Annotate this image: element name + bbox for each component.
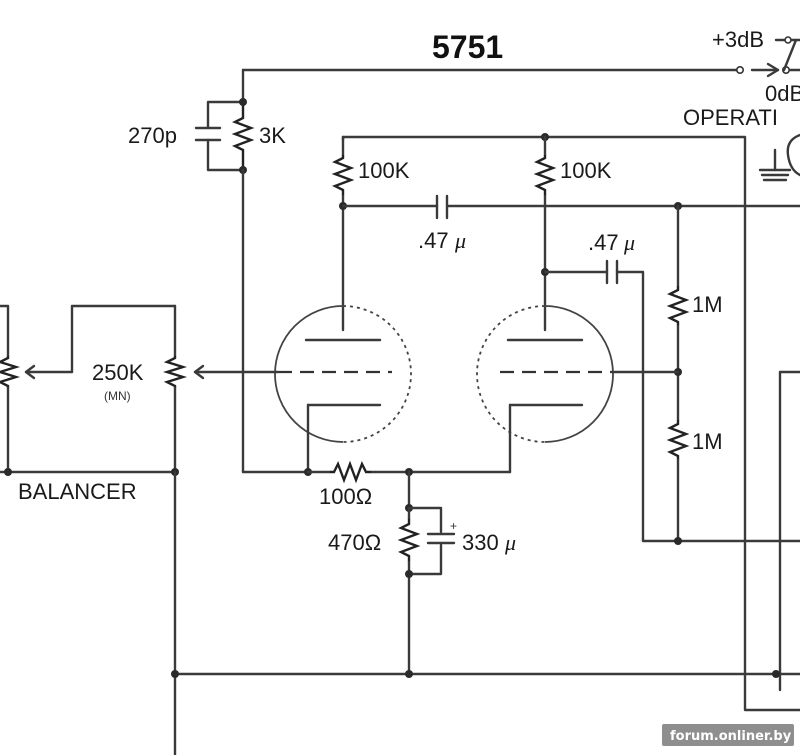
left-pot-partial bbox=[0, 304, 74, 474]
cathode-network bbox=[241, 460, 512, 674]
r-1m-divider bbox=[666, 204, 690, 545]
c-330-polarity: + bbox=[450, 519, 457, 533]
c-270p-label: 270p bbox=[128, 123, 177, 148]
c-047-a-value: .47 bbox=[418, 228, 449, 253]
right-box-edge bbox=[778, 370, 800, 692]
watermark-text: forum.onliner.by bbox=[670, 729, 792, 744]
c-047-a-unit: μ bbox=[454, 228, 466, 253]
r-1m-top-label: 1M bbox=[692, 292, 723, 317]
tube-title: 5751 bbox=[432, 29, 503, 65]
r-100k-right bbox=[533, 155, 557, 196]
feedback-network bbox=[194, 98, 255, 474]
balancer-bus bbox=[0, 468, 179, 755]
b-plus-rail bbox=[341, 133, 800, 712]
feedback-line bbox=[241, 36, 800, 104]
plus-3db-label: +3dB bbox=[712, 27, 764, 52]
left-plate-wire bbox=[339, 194, 800, 332]
forum-watermark: forum.onliner.by bbox=[662, 724, 794, 746]
tube-right bbox=[476, 305, 680, 474]
r-470ohm-label: 470Ω bbox=[328, 530, 381, 555]
r-100k-right-label: 100K bbox=[560, 158, 612, 183]
c-330-unit: μ bbox=[504, 530, 516, 555]
operation-switch bbox=[758, 133, 800, 182]
tube-left bbox=[274, 305, 412, 474]
c-047-b-value: .47 bbox=[588, 230, 619, 255]
pot-250k-label: 250K bbox=[92, 360, 144, 385]
r-100k-left-label: 100K bbox=[358, 158, 410, 183]
operation-label: OPERATI bbox=[683, 105, 778, 130]
r-3k-label: 3K bbox=[259, 123, 286, 148]
r-100k-left bbox=[331, 155, 355, 196]
r-100ohm-label: 100Ω bbox=[319, 484, 372, 509]
balancer-label: BALANCER bbox=[18, 479, 137, 504]
zero-db-label: 0dB bbox=[765, 81, 800, 106]
r-1m-bottom-label: 1M bbox=[692, 429, 723, 454]
c-047-b-unit: μ bbox=[623, 230, 635, 255]
right-plate-wire bbox=[541, 194, 800, 543]
pot-250k-sub-label: (MN) bbox=[104, 389, 131, 403]
pot-250k bbox=[70, 304, 280, 474]
ground-bus bbox=[171, 670, 800, 678]
c-330-label: 330 bbox=[462, 530, 499, 555]
